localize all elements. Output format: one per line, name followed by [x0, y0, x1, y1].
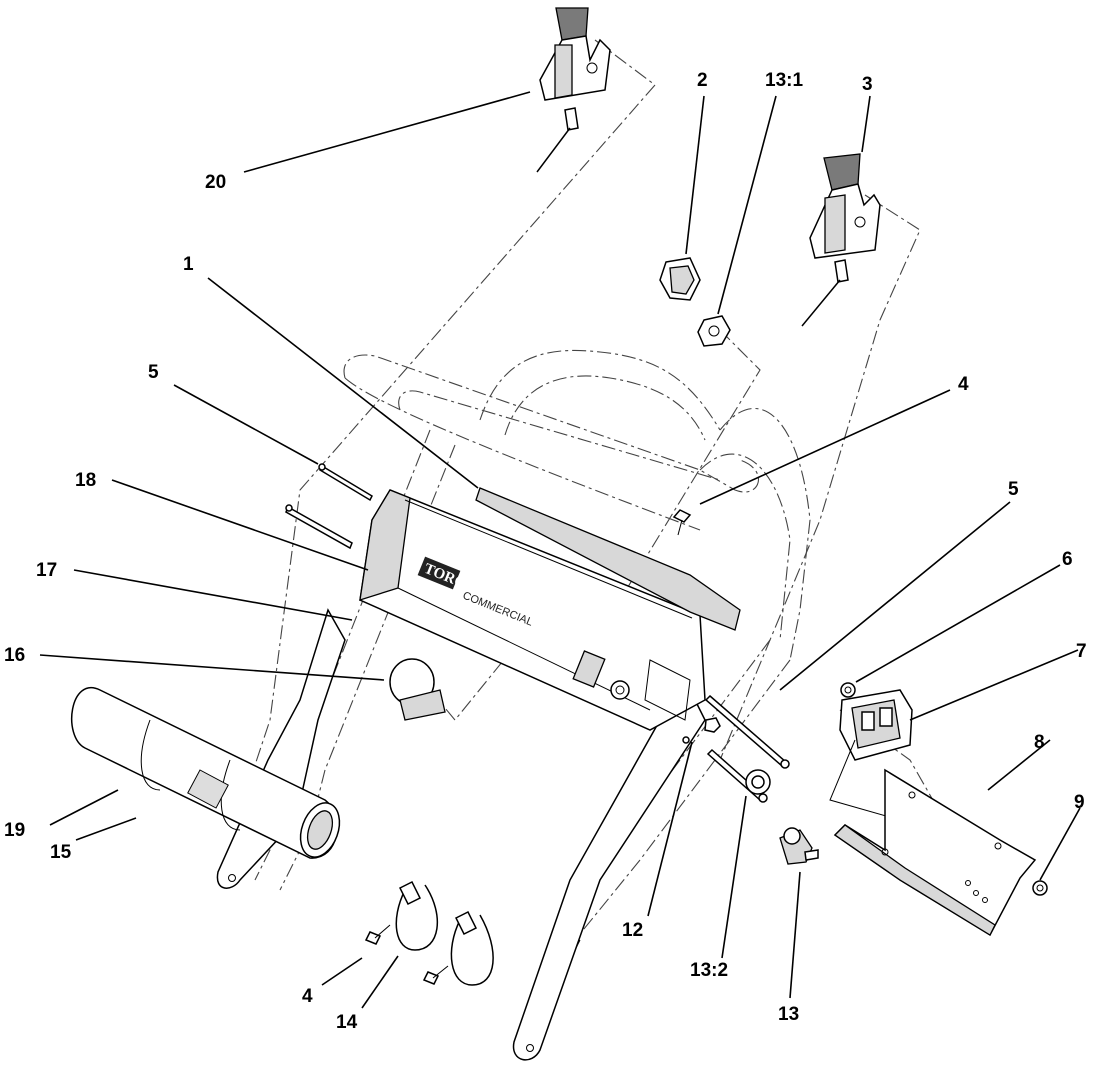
callout-13: 13 — [778, 1004, 799, 1025]
callout-5-right: 5 — [1008, 479, 1019, 500]
callout-17: 17 — [36, 560, 57, 581]
washer-12 — [682, 717, 721, 744]
callout-2: 2 — [697, 70, 708, 91]
screws-4 — [364, 509, 692, 985]
control-panel: TORO COMMERCIAL — [359, 489, 706, 731]
callout-13-2: 13:2 — [690, 960, 728, 981]
callout-13-1: 13:1 — [765, 70, 803, 91]
callout-4-bottom: 4 — [302, 986, 313, 1007]
callout-19: 19 — [4, 820, 25, 841]
nut-9 — [1032, 880, 1048, 896]
lock-washer-13-2 — [745, 769, 771, 795]
lever-assembly-20 — [536, 7, 611, 173]
callout-7: 7 — [1076, 641, 1087, 662]
clamps-14 — [395, 880, 494, 986]
knob-16 — [389, 658, 446, 721]
callout-labels: 20 2 13:1 3 1 5 4 18 5 17 6 7 16 8 9 19 … — [4, 70, 1087, 1033]
nut-13-1 — [697, 315, 731, 347]
callout-8: 8 — [1034, 732, 1045, 753]
callout-3: 3 — [862, 74, 873, 95]
callout-16: 16 — [4, 645, 25, 666]
knob-2 — [659, 257, 701, 301]
grip-label-15 — [187, 769, 229, 809]
callout-9: 9 — [1074, 792, 1085, 813]
callout-1: 1 — [183, 254, 194, 275]
bracket-8 — [833, 768, 1037, 937]
callout-12: 12 — [622, 920, 643, 941]
leader-lines — [39, 91, 1081, 1009]
brand-plate — [417, 556, 461, 590]
relay-7 — [829, 689, 913, 821]
callout-15: 15 — [50, 842, 72, 863]
callout-5-left: 5 — [148, 362, 159, 383]
callout-14: 14 — [336, 1012, 358, 1033]
callout-18: 18 — [75, 470, 96, 491]
switch-13 — [779, 827, 819, 865]
callout-20: 20 — [205, 172, 226, 193]
hand-grip-19 — [70, 687, 341, 859]
lever-assembly-3 — [801, 153, 881, 327]
part-1-bracket — [475, 487, 741, 631]
callout-6: 6 — [1062, 549, 1073, 570]
nut-6 — [840, 682, 856, 698]
callout-4-right: 4 — [958, 374, 969, 395]
